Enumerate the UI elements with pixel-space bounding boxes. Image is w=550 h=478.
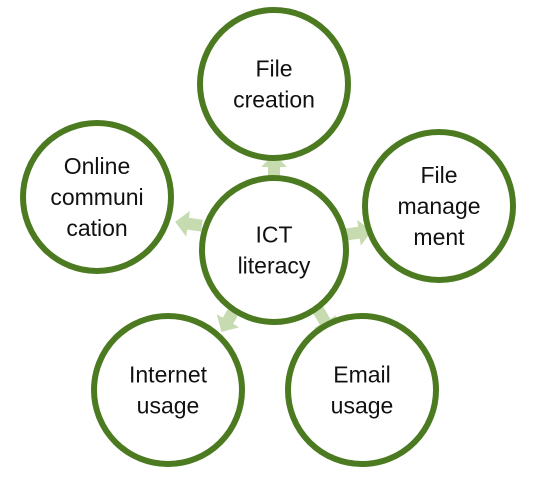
ict-literacy-center-label-line: literacy xyxy=(238,253,311,279)
ict-literacy-center-circle xyxy=(199,175,349,325)
internet-usage-label-line: Internet xyxy=(129,362,208,388)
file-management-label-line: manage xyxy=(397,193,480,219)
internet-usage-circle xyxy=(91,313,245,467)
email-usage-label-line: Email xyxy=(333,362,391,388)
arrow-to-online-communication xyxy=(175,210,203,237)
file-creation-label-line: File xyxy=(255,56,292,82)
internet-usage-label-line: usage xyxy=(137,393,200,419)
online-communication-circle xyxy=(20,120,174,274)
file-creation-label-line: creation xyxy=(233,87,315,113)
file-creation-circle xyxy=(197,7,351,161)
email-usage-circle xyxy=(285,313,439,467)
file-creation-label: File creation xyxy=(233,56,315,113)
online-communication-label-line: cation xyxy=(66,215,127,241)
circles-layer xyxy=(20,7,516,467)
file-management-label-line: ment xyxy=(413,224,465,250)
arrow-to-file-creation xyxy=(261,154,287,181)
file-management-circle xyxy=(362,129,516,283)
ict-literacy-center-label-line: ICT xyxy=(255,222,292,248)
online-communication-label-line: communi xyxy=(50,184,143,210)
ict-literacy-center-label: ICT literacy xyxy=(238,222,311,279)
online-communication-label-line: Online xyxy=(64,153,130,179)
online-communication-label: Online communi cation xyxy=(50,153,143,241)
internet-usage-label: Internet usage xyxy=(129,362,208,419)
file-management-label-line: File xyxy=(420,162,457,188)
email-usage-label-line: usage xyxy=(331,393,394,419)
file-management-label: File manage ment xyxy=(397,162,480,250)
email-usage-label: Email usage xyxy=(331,362,394,419)
